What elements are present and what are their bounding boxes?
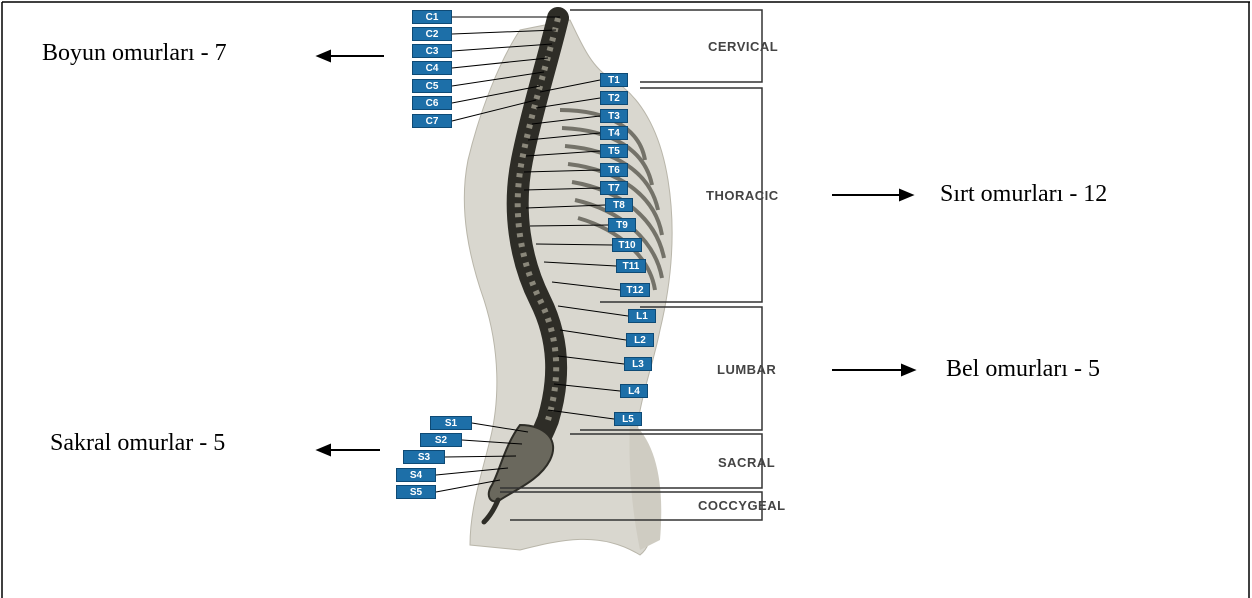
vertebra-tag-t9: T9 [608, 218, 636, 232]
region-label-thoracic: THORACIC [706, 188, 779, 203]
vertebra-tag-s2: S2 [420, 433, 462, 447]
vertebra-tag-l2: L2 [626, 333, 654, 347]
region-label-lumbar: LUMBAR [717, 362, 776, 377]
vertebra-tag-l1: L1 [628, 309, 656, 323]
vertebra-tag-t3: T3 [600, 109, 628, 123]
region-label-sacral: SACRAL [718, 455, 775, 470]
region-label-coccygeal: COCCYGEAL [698, 498, 786, 513]
vertebra-tag-s1: S1 [430, 416, 472, 430]
vertebra-tag-t8: T8 [605, 198, 633, 212]
side-label-cervical: Boyun omurları - 7 [42, 40, 227, 67]
vertebra-tag-c1: C1 [412, 10, 452, 24]
vertebra-tag-l3: L3 [624, 357, 652, 371]
vertebra-tag-s4: S4 [396, 468, 436, 482]
vertebra-tag-t1: T1 [600, 73, 628, 87]
vertebra-tag-l5: L5 [614, 412, 642, 426]
vertebra-tag-t7: T7 [600, 181, 628, 195]
vertebra-tag-c3: C3 [412, 44, 452, 58]
vertebra-tag-l4: L4 [620, 384, 648, 398]
vertebra-tag-t12: T12 [620, 283, 650, 297]
vertebra-tag-t6: T6 [600, 163, 628, 177]
side-label-thoracic: Sırt omurları - 12 [940, 181, 1107, 208]
vertebra-tag-t10: T10 [612, 238, 642, 252]
vertebra-tag-t11: T11 [616, 259, 646, 273]
vertebra-tag-t2: T2 [600, 91, 628, 105]
vertebra-tag-s5: S5 [396, 485, 436, 499]
vertebra-tag-s3: S3 [403, 450, 445, 464]
side-label-lumbar: Bel omurları - 5 [946, 356, 1100, 383]
side-label-sacral: Sakral omurlar - 5 [50, 430, 225, 457]
region-label-cervical: CERVICAL [708, 39, 778, 54]
vertebra-tag-c6: C6 [412, 96, 452, 110]
vertebra-tag-c4: C4 [412, 61, 452, 75]
vertebra-tag-c2: C2 [412, 27, 452, 41]
vertebra-tag-c7: C7 [412, 114, 452, 128]
vertebra-tag-c5: C5 [412, 79, 452, 93]
vertebra-tag-t5: T5 [600, 144, 628, 158]
vertebra-tag-t4: T4 [600, 126, 628, 140]
